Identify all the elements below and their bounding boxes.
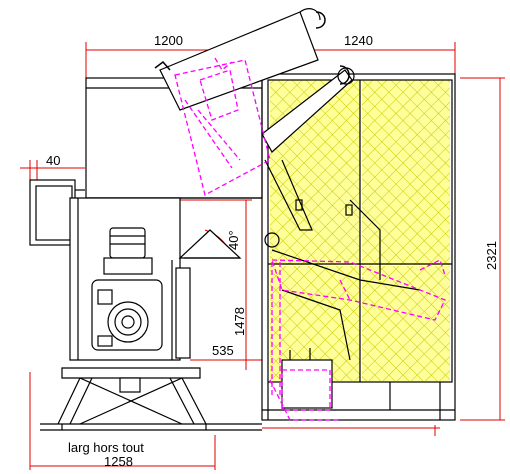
crane-hook <box>154 11 350 85</box>
bin-trajectory <box>174 57 446 421</box>
dimension-angle: 40° <box>226 230 241 250</box>
red-dimension-lines <box>20 42 505 470</box>
dimension-discharge-width: 535 <box>212 343 234 358</box>
dimension-left-offset: 40 <box>46 153 60 168</box>
dimension-overall-width: 1258 <box>104 454 133 469</box>
dimension-top-left: 1200 <box>154 33 183 48</box>
shredder-machine <box>29 77 263 431</box>
dimension-overall-height: 2321 <box>484 241 499 270</box>
dimension-height-inner: 1478 <box>232 307 247 336</box>
dimension-overall-width-label: larg hors tout <box>68 440 144 455</box>
safety-cage <box>159 8 456 421</box>
dimension-top-right: 1240 <box>344 33 373 48</box>
